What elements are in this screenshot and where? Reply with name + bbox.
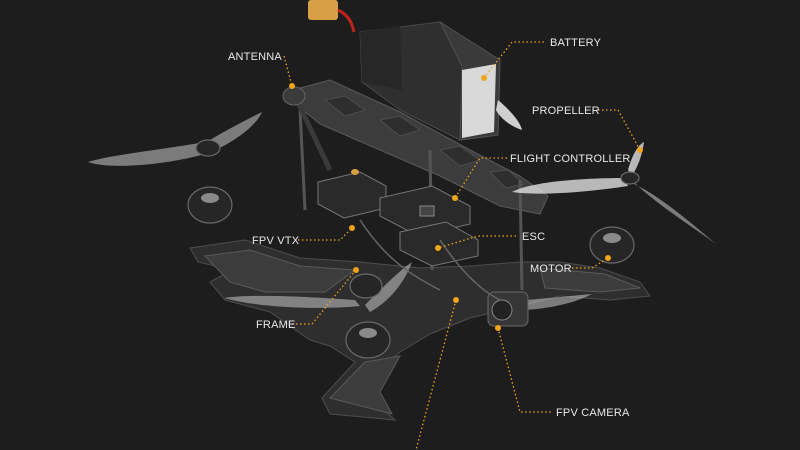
label-propeller: PROPELLER: [532, 105, 600, 117]
label-motor: MOTOR: [530, 263, 572, 275]
label-frame: FRAME: [256, 319, 296, 331]
battery: [308, 0, 522, 141]
antenna: [282, 86, 333, 172]
callout-battery: BATTERY: [481, 37, 602, 81]
callout-flight-controller: FLIGHT CONTROLLER: [452, 153, 631, 201]
label-battery: BATTERY: [550, 37, 602, 49]
label-esc: ESC: [522, 231, 545, 243]
callout-fpv-camera: FPV CAMERA: [495, 325, 630, 419]
bottom-frame-plate: [189, 239, 651, 421]
callout-antenna: ANTENNA: [228, 51, 295, 89]
callout-motor: MOTOR: [530, 255, 611, 275]
esc-board: [399, 221, 479, 267]
label-fpv-camera: FPV CAMERA: [556, 407, 630, 419]
wires: [359, 219, 501, 301]
drone-illustration: [88, 0, 716, 421]
label-flight-controller: FLIGHT CONTROLLER: [510, 153, 631, 165]
label-fpv-vtx: FPV VTX: [252, 235, 300, 247]
fpv-camera: [487, 291, 529, 327]
label-antenna: ANTENNA: [228, 51, 282, 63]
callout-esc: ESC: [435, 231, 545, 251]
top-frame-plate: [297, 79, 549, 215]
callout-fpv-vtx: FPV VTX: [252, 225, 355, 247]
vtx-module: [317, 169, 387, 219]
motors: [187, 139, 640, 359]
callout-frame: FRAME: [256, 267, 359, 331]
callout-propeller: PROPELLER: [532, 105, 643, 153]
callout-bottom-unlabeled: [415, 297, 459, 450]
